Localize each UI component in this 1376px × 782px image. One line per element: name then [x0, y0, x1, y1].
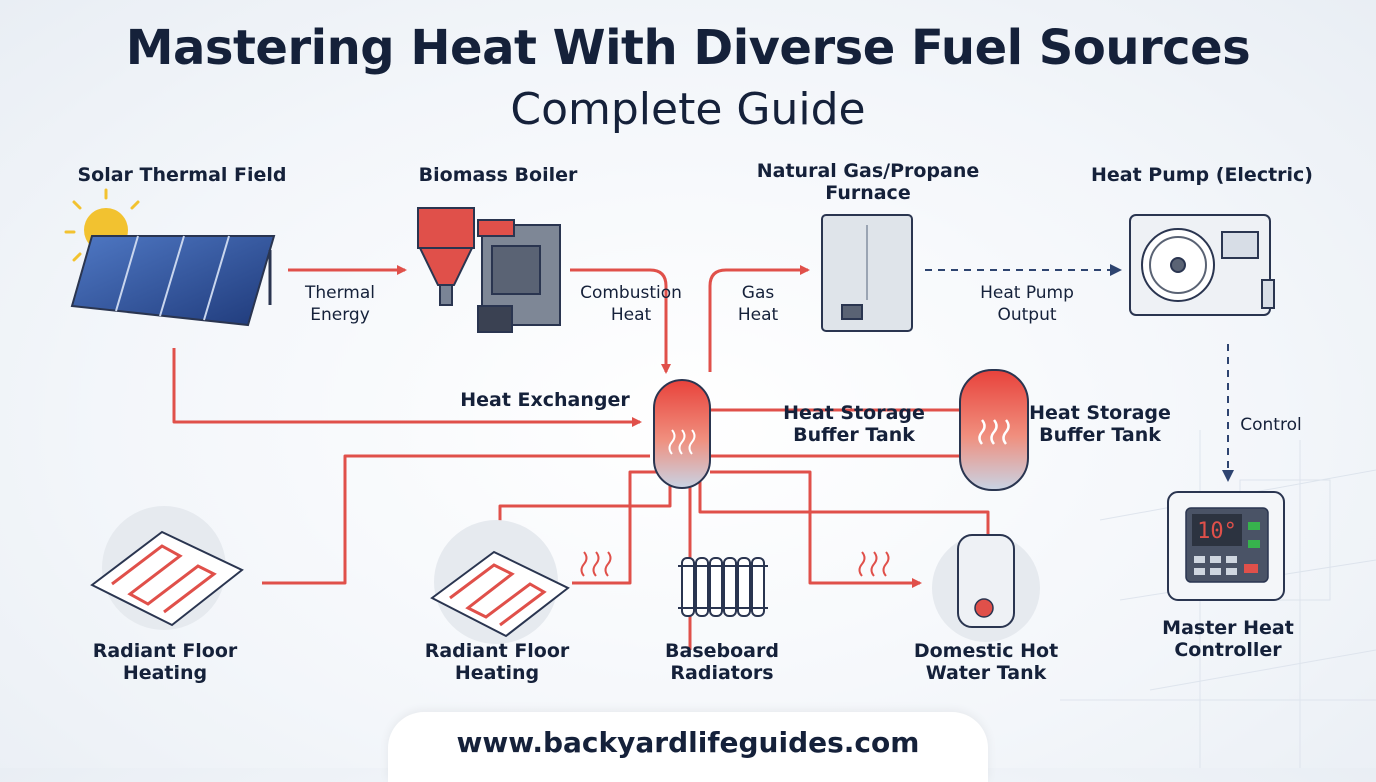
label-furnace-line1: Natural Gas/Propane	[756, 160, 980, 182]
label-furnace-line2: Furnace	[825, 182, 911, 204]
label-dhw-line1: Domestic Hot	[913, 640, 1059, 662]
footer-banner: www.backyardlifeguides.com	[388, 712, 988, 782]
heat-pump-icon	[1129, 214, 1275, 316]
flow-gas-line1: Gas	[741, 283, 775, 303]
control-lines	[925, 264, 1234, 482]
label-radiant-floor-left: Radiant Floor Heating	[90, 640, 240, 684]
label-domestic-hot-water: Domestic Hot Water Tank	[904, 640, 1068, 684]
radiant-floor-center-icon	[430, 520, 570, 644]
flow-gas-heat: Gas Heat	[724, 282, 792, 326]
heat-pipes	[172, 265, 990, 650]
label-controller-line2: Controller	[1174, 639, 1282, 661]
storage-tank-icon	[959, 369, 1029, 491]
label-floor2-line1: Radiant Floor	[424, 640, 570, 662]
flow-combustion-line1: Combustion	[580, 283, 682, 303]
label-floor2-line2: Heating	[454, 662, 540, 684]
controller-icon	[1167, 491, 1285, 601]
label-storage-tank-center: Heat Storage Buffer Tank	[782, 402, 926, 446]
label-storage1-line1: Heat Storage	[783, 402, 925, 424]
label-controller-line1: Master Heat	[1162, 617, 1294, 639]
flow-control: Control	[1240, 415, 1302, 435]
label-storage2-line1: Heat Storage	[1029, 402, 1171, 424]
flow-gas-line2: Heat	[737, 305, 779, 325]
label-furnace: Natural Gas/Propane Furnace	[748, 160, 988, 204]
label-radiant-floor-center: Radiant Floor Heating	[422, 640, 572, 684]
label-baseboard-line1: Baseboard	[665, 640, 779, 662]
heat-exchanger-tank-icon	[653, 379, 711, 489]
furnace-icon	[821, 214, 913, 332]
page-title: Mastering Heat With Diverse Fuel Sources	[125, 20, 1251, 76]
label-master-controller: Master Heat Controller	[1150, 617, 1306, 661]
label-dhw-line2: Water Tank	[925, 662, 1047, 684]
flow-thermal-energy: Thermal Energy	[290, 282, 390, 326]
heat-waves-icon	[580, 551, 890, 577]
flow-hp-line1: Heat Pump	[980, 283, 1074, 303]
flow-thermal-line2: Energy	[310, 305, 370, 325]
water-heater-icon	[932, 534, 1040, 642]
label-floor1-line1: Radiant Floor	[92, 640, 238, 662]
footer-url[interactable]: www.backyardlifeguides.com	[456, 726, 920, 759]
label-storage1-line2: Buffer Tank	[793, 424, 915, 446]
label-heat-pump: Heat Pump (Electric)	[1090, 164, 1313, 186]
biomass-boiler-icon	[417, 207, 561, 333]
flow-hp-line2: Output	[997, 305, 1057, 325]
flow-combustion-heat: Combustion Heat	[566, 282, 696, 326]
solar-panel-icon	[70, 235, 276, 327]
page-subtitle: Complete Guide	[510, 84, 866, 135]
radiator-icon	[678, 557, 768, 617]
radiant-floor-left-icon	[90, 506, 244, 630]
label-heat-exchanger: Heat Exchanger	[460, 389, 630, 411]
label-solar-thermal-field: Solar Thermal Field	[77, 164, 287, 186]
label-storage2-line2: Buffer Tank	[1039, 424, 1161, 446]
label-biomass-boiler: Biomass Boiler	[418, 164, 578, 186]
flow-heat-pump-output: Heat Pump Output	[962, 282, 1092, 326]
controller-display: 10°	[1197, 519, 1237, 544]
flow-combustion-line2: Heat	[610, 305, 652, 325]
label-floor1-line2: Heating	[122, 662, 208, 684]
flow-thermal-line1: Thermal	[304, 283, 375, 303]
label-baseboard-radiators: Baseboard Radiators	[652, 640, 792, 684]
label-baseboard-line2: Radiators	[670, 662, 774, 684]
label-storage-tank-right: Heat Storage Buffer Tank	[1028, 402, 1172, 446]
